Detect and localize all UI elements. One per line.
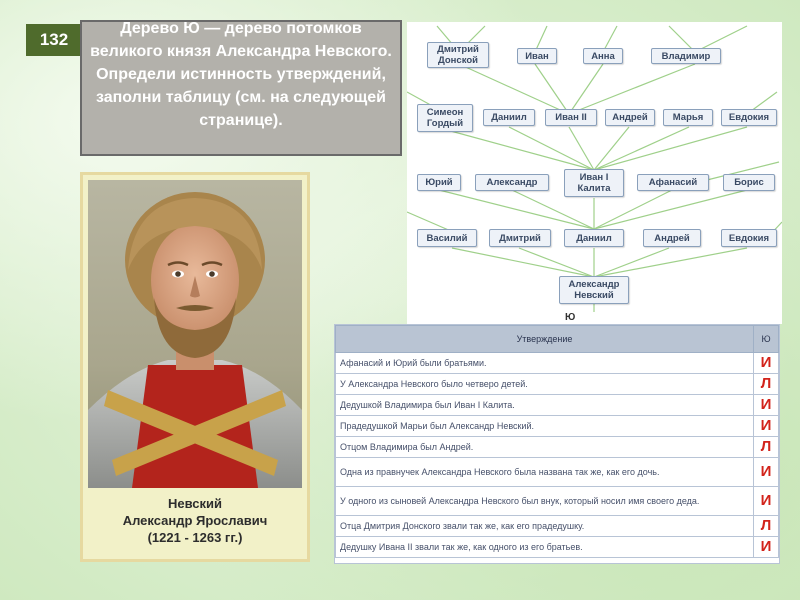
caption-line-2: Александр Ярославич <box>122 513 268 528</box>
table-row: Афанасий и Юрий были братьями.И <box>335 352 779 374</box>
header-statement: Утверждение <box>335 325 754 353</box>
answer-cell[interactable]: Л <box>753 515 779 537</box>
task-text: Дерево Ю — дерево потомков великого княз… <box>90 20 392 129</box>
caption-line-1: Невский <box>167 496 222 511</box>
answer-cell[interactable]: И <box>753 394 779 416</box>
tree-node-daniil: Даниил <box>564 229 624 247</box>
tree-node-ivan: Иван <box>517 48 557 64</box>
table-row: Дедушку Ивана II звали так же, как одног… <box>335 536 779 558</box>
tree-node-ivan-ii: Иван II <box>545 109 597 126</box>
answer-cell[interactable]: И <box>753 536 779 558</box>
tree-node-boris: Борис <box>723 174 775 191</box>
answer-cell[interactable]: И <box>753 352 779 374</box>
tree-node-dmitry: Дмитрий <box>489 229 551 247</box>
family-tree: Дмитрий Донской Иван Анна Владимир Симео… <box>407 22 782 324</box>
portrait-caption: Невский Александр Ярославич (1221 - 1263… <box>83 495 307 546</box>
tree-node-marya: Марья <box>663 109 713 126</box>
statement-cell: Дедушкой Владимира был Иван I Калита. <box>335 394 754 416</box>
tree-node-andrey: Андрей <box>643 229 701 247</box>
statement-cell: Отцом Владимира был Андрей. <box>335 436 754 458</box>
tree-branches <box>407 25 782 312</box>
statement-cell: Афанасий и Юрий были братьями. <box>335 352 754 374</box>
statement-cell: Отца Дмитрия Донского звали так же, как … <box>335 515 754 537</box>
tree-node-simeon: Симеон Гордый <box>417 104 473 132</box>
task-text-box: Дерево Ю — дерево потомков великого княз… <box>80 20 402 156</box>
answer-cell[interactable]: И <box>753 457 779 487</box>
page-number-badge: 132 <box>26 24 82 56</box>
statement-cell: Дедушку Ивана II звали так же, как одног… <box>335 536 754 558</box>
answer-cell[interactable]: Л <box>753 373 779 395</box>
tree-node-vasily: Василий <box>417 229 477 247</box>
tree-node-evdokiya: Евдокия <box>721 229 777 247</box>
tree-node-alexander-nevsky: Александр Невский <box>559 276 629 304</box>
table-row: У одного из сыновей Александра Невского … <box>335 486 779 516</box>
tree-node-daniil-2: Даниил <box>483 109 535 126</box>
statement-cell: У Александра Невского было четверо детей… <box>335 373 754 395</box>
statements-table: Утверждение Ю Афанасий и Юрий были брать… <box>334 324 780 564</box>
portrait-image <box>88 180 302 488</box>
table-row: Одна из правнучек Александра Невского бы… <box>335 457 779 487</box>
tree-node-anna: Анна <box>583 48 623 64</box>
tree-node-yury: Юрий <box>417 174 461 191</box>
tree-node-ivan-i: Иван I Калита <box>564 169 624 197</box>
statement-cell: Прадедушкой Марьи был Александр Невский. <box>335 415 754 437</box>
answer-cell[interactable]: И <box>753 486 779 516</box>
statement-cell: У одного из сыновей Александра Невского … <box>335 486 754 516</box>
answer-cell[interactable]: Л <box>753 436 779 458</box>
table-row: Отца Дмитрия Донского звали так же, как … <box>335 515 779 537</box>
tree-node-afanasy: Афанасий <box>637 174 709 191</box>
tree-node-alexandr: Александр <box>475 174 549 191</box>
table-row: Отцом Владимира был Андрей.Л <box>335 436 779 458</box>
tree-root-label: Ю <box>565 312 576 323</box>
tree-node-dmitry-donskoy: Дмитрий Донской <box>427 42 489 68</box>
tree-node-andrey-2: Андрей <box>605 109 655 126</box>
statement-cell: Одна из правнучек Александра Невского бы… <box>335 457 754 487</box>
table-row: Прадедушкой Марьи был Александр Невский.… <box>335 415 779 437</box>
tree-node-vladimir: Владимир <box>651 48 721 64</box>
answer-cell[interactable]: И <box>753 415 779 437</box>
header-answer: Ю <box>753 325 779 353</box>
caption-line-3: (1221 - 1263 гг.) <box>147 530 243 545</box>
table-row: Дедушкой Владимира был Иван I Калита.И <box>335 394 779 416</box>
table-row: У Александра Невского было четверо детей… <box>335 373 779 395</box>
tree-node-evdokiya-2: Евдокия <box>721 109 777 126</box>
portrait-card: Невский Александр Ярославич (1221 - 1263… <box>80 172 310 562</box>
